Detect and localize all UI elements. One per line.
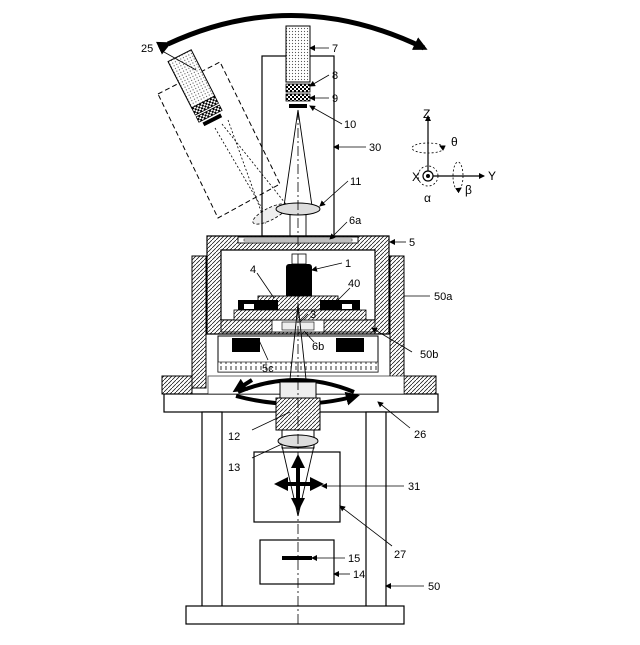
label-15: 15 [348,553,360,565]
label-6b: 6b [312,341,324,353]
axis-y-label: Y [488,169,496,183]
tilted-camera-assembly [158,50,290,228]
axis-x-label: X [412,170,420,184]
alpha-label: α [424,191,431,205]
label-40: 40 [348,278,360,290]
label-9: 9 [332,93,338,105]
label-1: 1 [345,258,351,270]
label-50b: 50b [420,349,438,361]
coordinate-system: Z Y X θ α β [412,107,496,205]
label-50a: 50a [434,291,453,303]
label-6a: 6a [349,215,362,227]
theta-label: θ [451,135,458,149]
label-11: 11 [350,176,361,188]
label-5c: 5c [262,363,274,375]
label-4: 4 [250,264,256,276]
label-27: 27 [394,549,406,561]
label-14: 14 [353,569,365,581]
label-12: 12 [228,431,240,443]
label-30: 30 [369,142,381,154]
label-13: 13 [228,462,240,474]
label-7: 7 [332,43,338,55]
label-5: 5 [409,237,415,249]
beta-label: β [465,183,472,197]
label-31: 31 [408,481,420,493]
label-25: 25 [141,43,153,55]
label-50: 50 [428,581,440,593]
label-26: 26 [414,429,426,441]
label-10: 10 [344,119,356,131]
axis-z-label: Z [423,107,430,121]
label-8: 8 [332,70,338,82]
label-3: 3 [310,309,316,321]
